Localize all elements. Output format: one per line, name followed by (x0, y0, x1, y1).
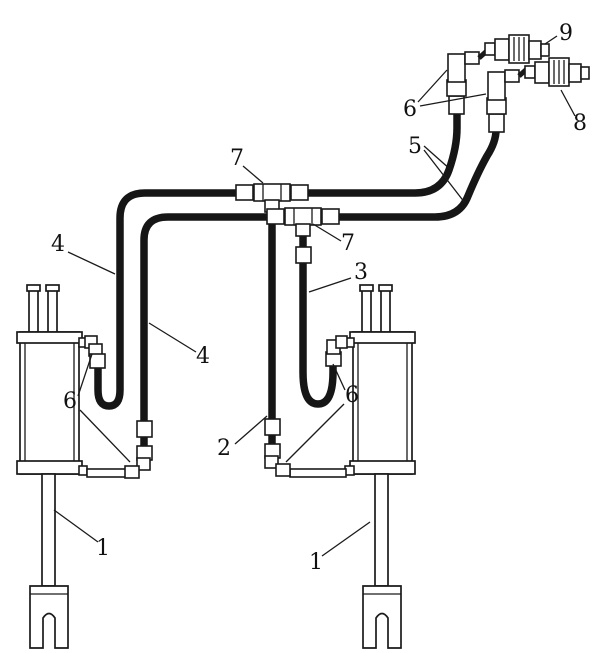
left-cylinder-barrel (19, 331, 80, 475)
right-cylinder-tube-cap-1 (359, 284, 374, 292)
callout-1-right: 1 (309, 550, 323, 575)
hose-coupling-center (264, 418, 281, 436)
right-cylinder-bottom-cap (349, 460, 416, 475)
leader-1-right (321, 521, 371, 557)
leader-lines (53, 35, 576, 557)
callout-8: 8 (573, 111, 587, 136)
leader-1-left (53, 509, 99, 543)
right-cylinder-rod (374, 473, 389, 587)
quick-coupler-9 (484, 34, 550, 64)
hose-4-upper (92, 104, 463, 413)
leader-7-upper (242, 165, 264, 184)
hose-4-lower (138, 120, 502, 457)
elbow-stack-8 (486, 66, 530, 133)
callout-labels: 9 8 6 5 7 7 4 4 3 6 2 6 1 1 (51, 21, 587, 575)
left-cylinder-rod (41, 473, 56, 587)
right-cylinder-barrel (352, 331, 413, 475)
callout-9: 9 (559, 21, 573, 46)
left-cylinder-tube-cap-1 (26, 284, 41, 292)
callout-2: 2 (217, 436, 231, 461)
leader-4-left (67, 251, 116, 275)
callout-7-upper: 7 (230, 146, 244, 171)
left-cylinder-bottom-port (78, 465, 88, 476)
upper-tee-fitting (235, 183, 309, 213)
leader-2 (234, 415, 268, 445)
leader-3 (308, 277, 352, 293)
leader-5-a (423, 145, 452, 171)
leader-6-top-b (419, 93, 487, 107)
elbow-stack-9 (446, 47, 491, 115)
callout-6-left: 6 (63, 389, 77, 414)
callout-6-right: 6 (345, 383, 359, 408)
left-cylinder (16, 284, 88, 649)
left-cylinder-tube-1 (28, 288, 39, 334)
right-bottom-elbow-fitting (264, 443, 291, 477)
callout-4-mid: 4 (196, 344, 210, 369)
left-cylinder-top-cap (16, 331, 83, 344)
left-cylinder-bottom-cap (16, 460, 83, 475)
right-clevis (362, 585, 402, 649)
left-top-elbow-fitting (84, 335, 106, 369)
callout-4-left: 4 (51, 232, 65, 257)
lower-tee-fitting (266, 207, 340, 237)
right-top-elbow-fitting (325, 335, 348, 367)
right-cylinder-tube-1 (361, 288, 372, 334)
leader-6-left-a (77, 353, 93, 397)
callout-5: 5 (408, 134, 422, 159)
left-bottom-elbow-fitting (124, 445, 153, 479)
right-cylinder-tube-cap-2 (378, 284, 393, 292)
right-cylinder-tube-2 (380, 288, 391, 334)
left-cylinder-tube-2 (47, 288, 58, 334)
left-clevis (29, 585, 69, 649)
quick-coupler-8 (524, 57, 590, 87)
leader-5-b (423, 149, 466, 204)
callout-1-left: 1 (96, 536, 110, 561)
leader-4-mid (148, 322, 197, 353)
right-cylinder-top-cap (349, 331, 416, 344)
hose-coupling-hose3 (295, 246, 312, 264)
leader-6-right-b (285, 403, 345, 463)
leader-6-left-b (79, 409, 131, 463)
leader-9 (544, 35, 558, 45)
hose-coupling-left (136, 420, 153, 438)
leader-6-right-a (332, 363, 346, 391)
left-bottom-pipe (86, 468, 128, 478)
left-cylinder-tube-cap-2 (45, 284, 60, 292)
leader-6-top-a (417, 69, 448, 103)
callout-7-lower: 7 (341, 231, 355, 256)
hose-3 (297, 226, 339, 411)
leader-7-lower (312, 223, 342, 242)
callout-3: 3 (354, 260, 368, 285)
right-bottom-pipe (289, 468, 347, 478)
callout-6-top: 6 (403, 97, 417, 122)
leader-8 (560, 89, 576, 117)
right-cylinder (344, 284, 416, 649)
